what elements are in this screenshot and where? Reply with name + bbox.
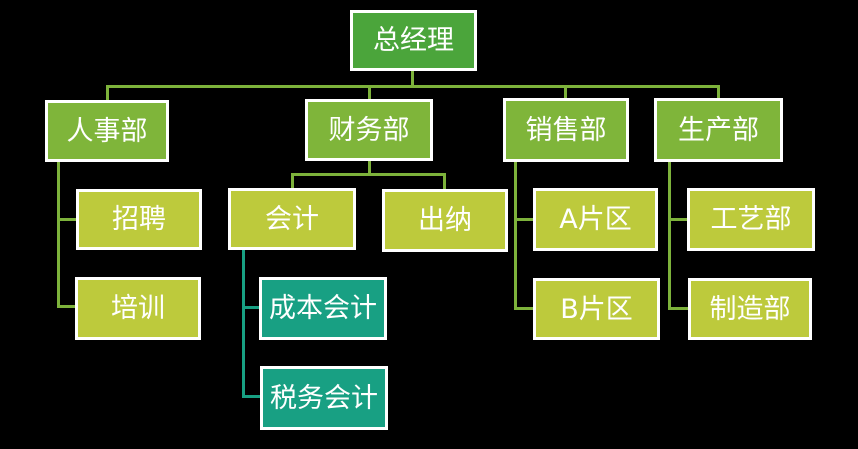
connector-finance-bus bbox=[291, 173, 446, 176]
node-label-area-a: A片区 bbox=[559, 204, 632, 235]
node-label-area-b: B片区 bbox=[560, 293, 633, 325]
connector-hr-vertical bbox=[57, 162, 60, 308]
connector-stub-recruiting bbox=[57, 218, 76, 221]
connector-finance-riser bbox=[368, 161, 371, 175]
node-label-production-dept: 生产部 bbox=[678, 114, 759, 146]
org-node-cashier[interactable]: 出纳 bbox=[382, 189, 508, 252]
org-node-manufacturing-dept[interactable]: 制造部 bbox=[688, 278, 812, 340]
connector-stub-process bbox=[668, 218, 687, 221]
node-label-process-dept: 工艺部 bbox=[710, 204, 792, 235]
org-node-cost-accounting[interactable]: 成本会计 bbox=[259, 277, 387, 340]
connector-accounting-vertical bbox=[242, 250, 245, 398]
connector-drop-production bbox=[717, 85, 720, 99]
org-node-accounting[interactable]: 会计 bbox=[228, 188, 356, 250]
org-node-training[interactable]: 培训 bbox=[75, 277, 201, 340]
org-node-tax-accounting[interactable]: 税务会计 bbox=[260, 366, 388, 430]
connector-root-riser bbox=[411, 70, 414, 87]
node-label-accounting: 会计 bbox=[265, 203, 319, 235]
connector-drop-sales bbox=[564, 85, 567, 99]
org-node-hr-dept[interactable]: 人事部 bbox=[45, 100, 169, 162]
org-node-production-dept[interactable]: 生产部 bbox=[654, 98, 783, 162]
connector-stub-cost-accounting bbox=[242, 306, 259, 309]
node-label-cashier: 出纳 bbox=[418, 205, 472, 236]
node-label-finance-dept: 财务部 bbox=[328, 114, 410, 146]
node-label-general-manager: 总经理 bbox=[373, 25, 454, 56]
connector-stub-area-a bbox=[514, 218, 533, 221]
node-label-training: 培训 bbox=[111, 293, 165, 324]
connector-stub-manufacturing bbox=[668, 307, 688, 310]
node-label-recruiting: 招聘 bbox=[112, 204, 166, 235]
org-node-general-manager[interactable]: 总经理 bbox=[350, 10, 477, 71]
connector-drop-cashier bbox=[443, 173, 446, 189]
connector-drop-hr bbox=[106, 85, 109, 100]
connector-stub-training bbox=[57, 305, 75, 308]
node-label-cost-accounting: 成本会计 bbox=[269, 293, 377, 324]
org-node-finance-dept[interactable]: 财务部 bbox=[305, 99, 433, 161]
connector-stub-area-b bbox=[514, 307, 533, 310]
org-node-process-dept[interactable]: 工艺部 bbox=[687, 188, 815, 251]
node-label-tax-accounting: 税务会计 bbox=[270, 382, 378, 414]
node-label-hr-dept: 人事部 bbox=[66, 115, 148, 147]
org-node-area-a[interactable]: A片区 bbox=[533, 188, 658, 251]
connector-stub-tax-accounting bbox=[242, 395, 260, 398]
org-node-recruiting[interactable]: 招聘 bbox=[76, 189, 202, 250]
connector-drop-accounting bbox=[291, 173, 294, 188]
connector-sales-vertical bbox=[514, 162, 517, 310]
node-label-manufacturing-dept: 制造部 bbox=[709, 293, 791, 325]
connector-drop-finance bbox=[368, 85, 371, 100]
org-node-area-b[interactable]: B片区 bbox=[533, 278, 660, 340]
connector-production-vertical bbox=[668, 162, 671, 310]
org-node-sales-dept[interactable]: 销售部 bbox=[503, 98, 629, 162]
node-label-sales-dept: 销售部 bbox=[525, 114, 607, 146]
connector-root-bus bbox=[106, 85, 720, 88]
